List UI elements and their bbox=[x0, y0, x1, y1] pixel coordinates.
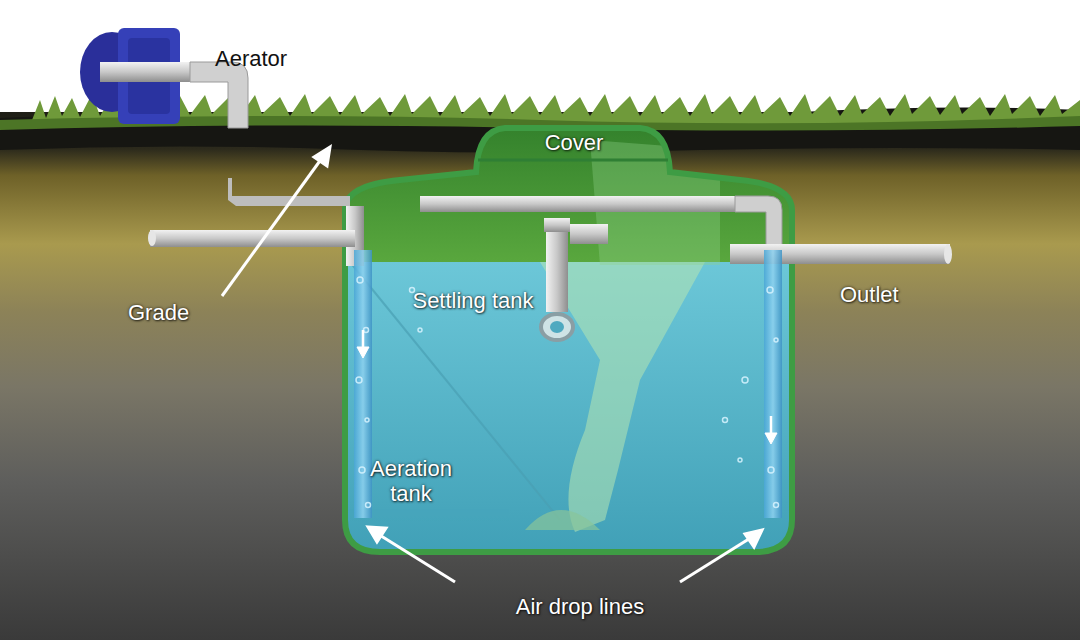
part-label: Aeration tank bbox=[352, 456, 470, 506]
part-label: Outlet bbox=[840, 282, 940, 307]
part-label: Cover bbox=[524, 130, 624, 155]
part-label: Aerator bbox=[215, 46, 325, 71]
callout-label: Air drop lines bbox=[460, 594, 700, 619]
part-label: Settling tank bbox=[408, 288, 538, 313]
callout-label: Grade bbox=[128, 300, 228, 325]
